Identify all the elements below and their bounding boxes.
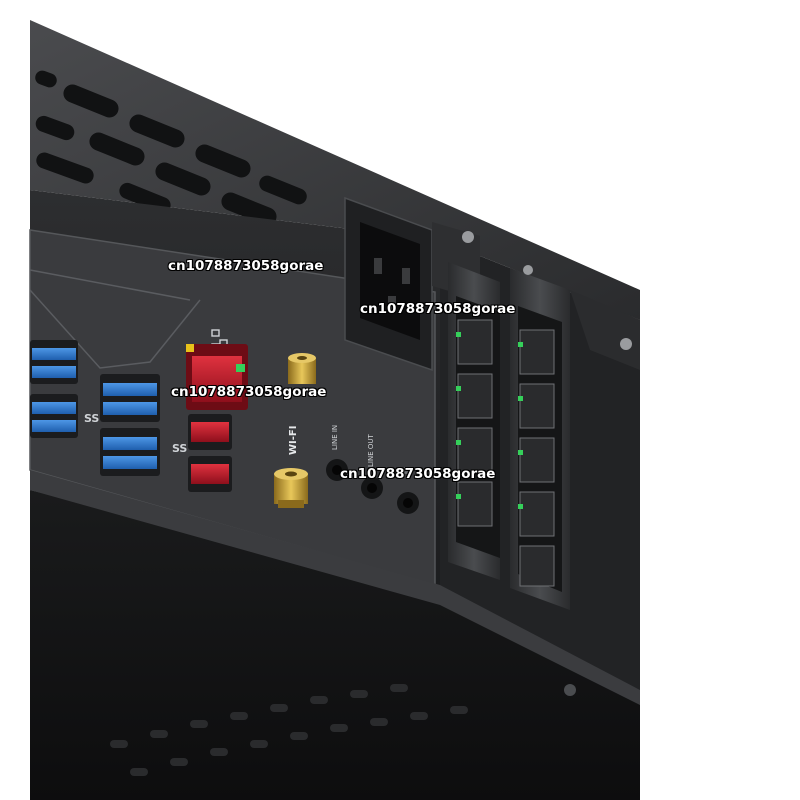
screw — [620, 338, 632, 350]
watermark: cn1078873058gorae — [168, 258, 324, 274]
audio-jack-icon — [326, 459, 419, 514]
wifi-label: WI-FI — [288, 426, 299, 455]
mic-label: IN — [403, 467, 411, 474]
chassis-bottom — [30, 490, 640, 800]
line-out-label: LINE OUT — [367, 434, 375, 467]
foot-screw — [564, 684, 576, 696]
io-shield-decor — [29, 269, 201, 369]
chassis-edge — [30, 470, 640, 705]
lan-port-red — [186, 344, 248, 410]
watermark: cn1078873058gorae — [340, 466, 496, 482]
watermark: cn1078873058gorae — [171, 384, 327, 400]
power-inlet-icon — [344, 196, 433, 372]
usb3-ports-blue — [30, 340, 160, 476]
pcie-bracket-1 — [432, 222, 500, 580]
bottom-vents — [110, 684, 468, 776]
pcie-bracket-2 — [510, 265, 570, 610]
wifi-antenna-icon — [274, 353, 316, 508]
chassis-top — [30, 20, 640, 320]
bracket-plate — [570, 290, 640, 370]
usb-ports-red — [188, 414, 232, 492]
line-in-label: LINE IN — [331, 425, 339, 450]
watermark: cn1078873058gorae — [360, 301, 516, 317]
usb3-icon: SS — [172, 442, 187, 455]
usb3-icon: SS — [84, 412, 99, 425]
